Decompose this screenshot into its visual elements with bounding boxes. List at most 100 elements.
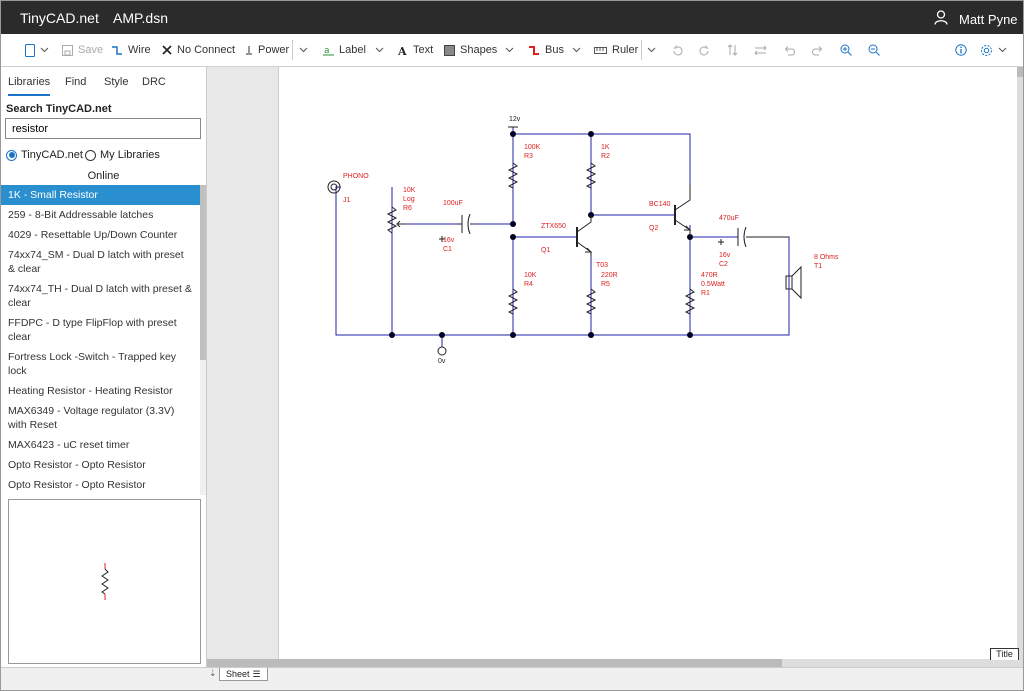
schematic-label-j1-val: PHONO: [343, 173, 369, 181]
chevron-down-icon: [572, 47, 581, 53]
zoom-in-icon: [840, 44, 852, 56]
library-list-item[interactable]: 259 - 8-Bit Addressable latches: [1, 205, 200, 225]
document-name: AMP.dsn: [113, 10, 168, 26]
flip-vertical-button[interactable]: [727, 41, 738, 59]
label-button[interactable]: a Label: [323, 41, 366, 59]
sheet-tab[interactable]: Sheet ☰: [219, 668, 268, 681]
user-icon[interactable]: [934, 10, 948, 28]
schematic-label-r1-ref: R1: [701, 290, 710, 298]
schematic-label-c2-ref: C2: [719, 261, 728, 269]
undo-icon: [784, 45, 795, 56]
redo-button[interactable]: [812, 41, 823, 59]
power-button[interactable]: Power: [245, 41, 289, 59]
library-list-item[interactable]: FFDPC - D type FlipFlop with preset clea…: [1, 313, 200, 347]
toolbar: Save Wire No Connect Power a Label A Tex…: [1, 34, 1023, 67]
tab-style[interactable]: Style: [104, 76, 128, 88]
no-connect-button[interactable]: No Connect: [162, 41, 235, 59]
bus-button[interactable]: Bus: [528, 41, 564, 59]
ruler-button[interactable]: Ruler: [594, 41, 638, 59]
new-file-button[interactable]: [25, 41, 49, 59]
schematic-label-r4-ref: R4: [524, 281, 533, 289]
schematic-label-r1-val: 470R: [701, 272, 718, 280]
library-list-item[interactable]: Heating Resistor - Heating Resistor: [1, 381, 200, 401]
library-list-item[interactable]: 1K - Small Resistor: [1, 185, 200, 205]
label-dropdown[interactable]: [375, 41, 384, 59]
library-list-item[interactable]: Opto Resistor - Opto Resistor: [1, 455, 200, 475]
library-list-item[interactable]: 74xx74_SM - Dual D latch with preset & c…: [1, 245, 200, 279]
capacitor-c1-icon: [462, 214, 470, 234]
save-icon: [62, 45, 73, 56]
radio-tinycad[interactable]: TinyCAD.net: [6, 149, 83, 161]
schematic-label-c1-val: 100uF: [443, 200, 463, 208]
tab-drc[interactable]: DRC: [142, 76, 166, 88]
library-list-item[interactable]: Opto Resistor - Opto Resistor: [1, 475, 200, 495]
schematic-label-q1-ref: Q1: [541, 247, 550, 255]
chevron-down-icon: [40, 47, 49, 53]
bus-dropdown[interactable]: [572, 41, 581, 59]
speaker-icon: [786, 267, 801, 298]
user-name[interactable]: Matt Pyne: [959, 12, 1018, 27]
library-list-item[interactable]: MAX6349 - Voltage regulator (3.3V) with …: [1, 401, 200, 435]
library-list-item[interactable]: 74xx74_TH - Dual D latch with preset & c…: [1, 279, 200, 313]
transistor-q2-icon: [675, 185, 690, 237]
chevron-down-icon: [375, 47, 384, 53]
canvas-vertical-scrollbar[interactable]: [1017, 67, 1023, 659]
power-dropdown[interactable]: [299, 41, 308, 59]
schematic-sheet[interactable]: 12vPHONOJ110KLogR6100uF16vC1100KR3ZTX650…: [278, 67, 1018, 659]
capacitor-c2-icon: [738, 227, 746, 247]
zoom-out-button[interactable]: [868, 41, 880, 59]
schematic-label-c1-ref: C1: [443, 246, 452, 254]
app-name: TinyCAD.net: [20, 10, 99, 26]
schematic-label-c1-volt: 16v: [443, 237, 454, 245]
schematic-label-c2-val: 470uF: [719, 215, 739, 223]
schematic-label-r3-val: 100K: [524, 144, 540, 152]
text-button[interactable]: A Text: [398, 41, 433, 59]
sheet-menu-icon: ☰: [253, 668, 261, 680]
wire-button[interactable]: Wire: [111, 41, 151, 59]
schematic-label-t03: T03: [596, 262, 608, 270]
zoom-out-icon: [868, 44, 880, 56]
save-button[interactable]: Save: [62, 41, 103, 59]
canvas-horizontal-scrollbar[interactable]: [207, 659, 1023, 667]
schematic-label-r6-ref: R6: [403, 205, 412, 213]
rotate-right-icon: [699, 45, 710, 56]
ruler-dropdown[interactable]: [647, 41, 656, 59]
sheet-nav-icon[interactable]: ⇣: [209, 668, 217, 679]
radio-my-libraries[interactable]: My Libraries: [85, 149, 160, 161]
schematic-label-v12: 12v: [509, 116, 520, 124]
title-block-tab[interactable]: Title: [990, 648, 1019, 660]
power-icon: [245, 45, 253, 55]
junctions: [389, 131, 693, 338]
chevron-down-icon: [647, 47, 656, 53]
svg-text:A: A: [398, 45, 407, 56]
library-search-input[interactable]: [5, 118, 201, 139]
settings-button[interactable]: [980, 41, 1007, 59]
shapes-button[interactable]: Shapes: [444, 41, 497, 59]
tab-find[interactable]: Find: [65, 76, 86, 88]
library-list: 1K - Small Resistor259 - 8-Bit Addressab…: [1, 185, 200, 495]
schematic-label-r2-ref: R2: [601, 153, 610, 161]
shapes-dropdown[interactable]: [505, 41, 514, 59]
rotate-left-icon: [672, 45, 683, 56]
undo-button[interactable]: [784, 41, 795, 59]
radio-unselected-icon: [85, 150, 96, 161]
file-icon: [25, 44, 35, 57]
library-list-item[interactable]: MAX6423 - uC reset timer: [1, 435, 200, 455]
schematic-label-r5-ref: R5: [601, 281, 610, 289]
online-heading: Online: [1, 170, 206, 182]
schematic-label-r2-val: 1K: [601, 144, 610, 152]
library-list-item[interactable]: Fortress Lock -Switch - Trapped key lock: [1, 347, 200, 381]
library-list-item[interactable]: 4029 - Resettable Up/Down Counter: [1, 225, 200, 245]
search-label: Search TinyCAD.net: [6, 103, 112, 115]
chevron-down-icon: [505, 47, 514, 53]
info-button[interactable]: [955, 41, 967, 59]
flip-horizontal-button[interactable]: [754, 41, 767, 59]
shapes-icon: [444, 45, 455, 56]
zoom-in-button[interactable]: [840, 41, 852, 59]
rotate-right-button[interactable]: [699, 41, 710, 59]
library-list-scrollbar[interactable]: [200, 185, 206, 495]
tab-libraries[interactable]: Libraries: [8, 76, 50, 96]
rotate-left-button[interactable]: [672, 41, 683, 59]
chevron-down-icon: [998, 47, 1007, 53]
